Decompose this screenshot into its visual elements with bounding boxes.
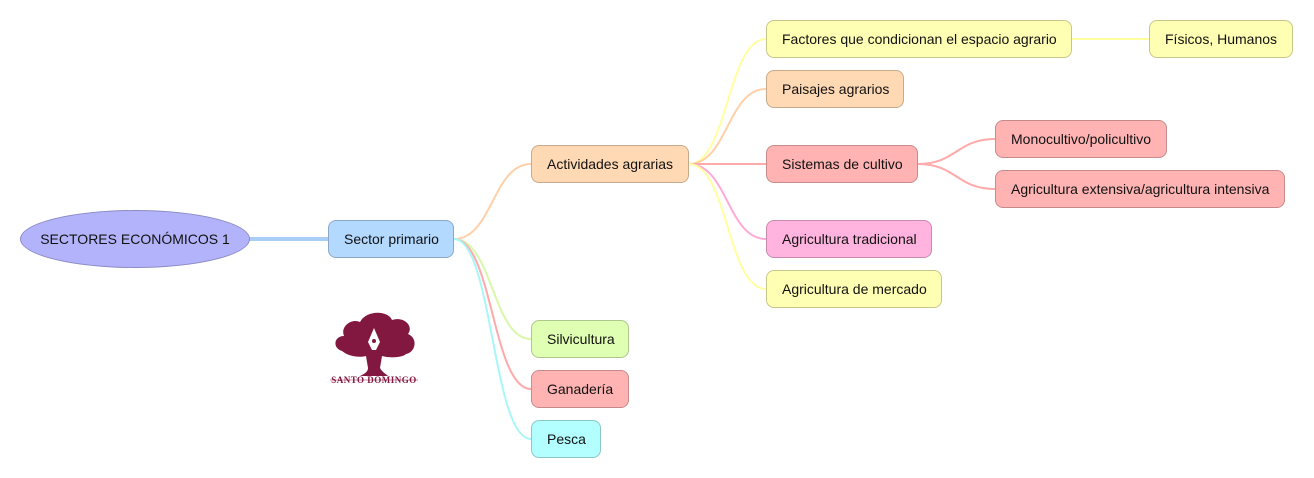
node-label: Sector primario bbox=[344, 231, 439, 247]
edge-actividades-paisajes bbox=[688, 88, 767, 165]
santo-domingo-tree-logo bbox=[330, 312, 418, 381]
node-label: Actividades agrarias bbox=[547, 156, 674, 172]
edge-sector-pesca bbox=[453, 238, 532, 440]
node-ganaderia[interactable]: Ganadería bbox=[531, 370, 629, 408]
node-sistemas-de-cultivo[interactable]: Sistemas de cultivo bbox=[766, 145, 918, 183]
node-agricultura-extensiva[interactable]: Agricultura extensiva/agricultura intens… bbox=[995, 170, 1285, 208]
node-actividades-agrarias[interactable]: Actividades agrarias bbox=[531, 145, 689, 183]
edge-actividades-tradicional bbox=[688, 163, 767, 240]
node-label: Agricultura tradicional bbox=[782, 231, 917, 247]
node-label: Físicos, Humanos bbox=[1165, 31, 1278, 47]
edge-sector-ganaderia bbox=[453, 238, 532, 390]
node-agricultura-tradicional[interactable]: Agricultura tradicional bbox=[766, 220, 932, 258]
node-label: Ganadería bbox=[547, 381, 614, 397]
logo-text: SANTO DOMINGO bbox=[331, 375, 417, 385]
node-label: Agricultura de mercado bbox=[782, 281, 927, 297]
node-label: Factores que condicionan el espacio agra… bbox=[782, 31, 1057, 47]
edge-sistemas-monocultivo bbox=[917, 138, 996, 165]
node-label: Agricultura extensiva/agricultura intens… bbox=[1011, 181, 1270, 197]
edge-sistemas-extensiva bbox=[917, 163, 996, 190]
node-sector-primario[interactable]: Sector primario bbox=[328, 220, 454, 258]
edge-sector-actividades bbox=[453, 163, 532, 240]
node-label: Monocultivo/policultivo bbox=[1011, 131, 1152, 147]
node-pesca[interactable]: Pesca bbox=[531, 420, 601, 458]
node-monocultivo[interactable]: Monocultivo/policultivo bbox=[995, 120, 1167, 158]
node-fisicos-humanos[interactable]: Físicos, Humanos bbox=[1149, 20, 1293, 58]
node-label: Pesca bbox=[547, 431, 586, 447]
node-label: SECTORES ECONÓMICOS 1 bbox=[40, 231, 230, 247]
edge-actividades-mercado bbox=[688, 163, 767, 290]
root-node[interactable]: SECTORES ECONÓMICOS 1 bbox=[20, 210, 250, 268]
node-silvicultura[interactable]: Silvicultura bbox=[531, 320, 629, 358]
node-factores[interactable]: Factores que condicionan el espacio agra… bbox=[766, 20, 1072, 58]
node-paisajes-agrarios[interactable]: Paisajes agrarios bbox=[766, 70, 904, 108]
node-label: Sistemas de cultivo bbox=[782, 156, 903, 172]
edge-actividades-factores bbox=[688, 38, 767, 165]
edge-sector-silvicultura bbox=[453, 238, 532, 340]
node-agricultura-de-mercado[interactable]: Agricultura de mercado bbox=[766, 270, 942, 308]
node-label: Silvicultura bbox=[547, 331, 615, 347]
node-label: Paisajes agrarios bbox=[782, 81, 890, 97]
